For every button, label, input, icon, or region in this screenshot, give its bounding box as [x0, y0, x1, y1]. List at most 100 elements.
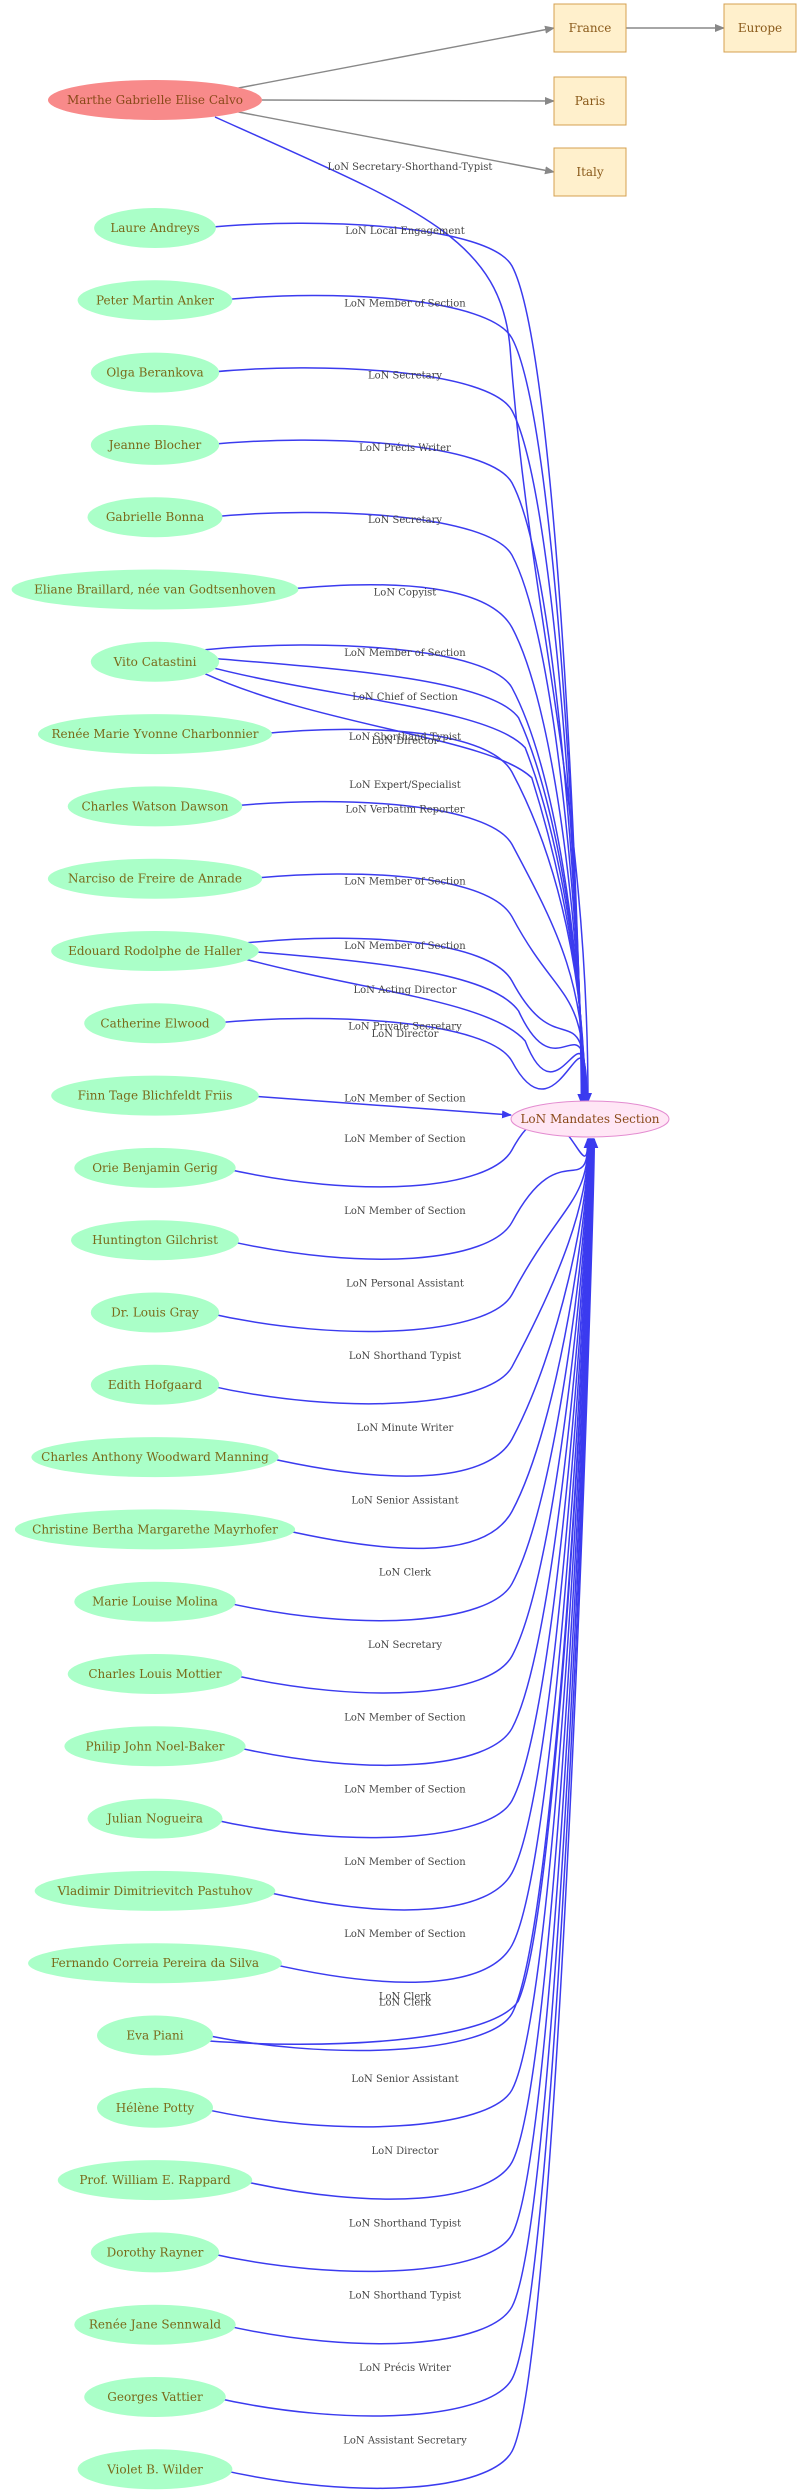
node-label: Europe: [738, 21, 782, 35]
node-person-violet-b-wilder[interactable]: Violet B. Wilder: [77, 2449, 233, 2490]
node-person-prof-william-e-rappard[interactable]: Prof. William E. Rappard: [57, 2160, 253, 2201]
node-label: Charles Watson Dawson: [81, 799, 228, 813]
node-person-jeanne-blocher[interactable]: Jeanne Blocher: [90, 424, 220, 465]
edge-label-prof-william-e-rappard-1: LoN Director: [372, 2146, 439, 2157]
edge-label-charles-watson-dawson-1: LoN Verbatim Reporter: [345, 804, 464, 815]
node-person-finn-tage-blichfeldt-friis[interactable]: Finn Tage Blichfeldt Friis: [51, 1075, 259, 1116]
edge-label-edouard-rodolphe-de-haller-1: LoN Member of Section: [344, 941, 466, 952]
node-person-vladimir-dimitrievitch-pastuhov[interactable]: Vladimir Dimitrievitch Pastuhov: [34, 1870, 276, 1911]
node-person-h-l-ne-potty[interactable]: Hélène Potty: [97, 2087, 213, 2128]
edge-label-julian-nogueira-1: LoN Member of Section: [344, 1785, 466, 1796]
node-person-ren-e-marie-yvonne-charbonnier[interactable]: Renée Marie Yvonne Charbonnier: [38, 714, 272, 755]
node-person-charles-louis-mottier[interactable]: Charles Louis Mottier: [67, 1654, 243, 1694]
edge-label-georges-vattier-1: LoN Précis Writer: [359, 2363, 451, 2374]
edge-label-edouard-rodolphe-de-haller-3: LoN Director: [372, 1029, 439, 1040]
edge-orie-benjamin-gerig-1: [221, 1118, 592, 1188]
edge-label-orie-benjamin-gerig-1: LoN Member of Section: [344, 1134, 466, 1145]
node-label: Narciso de Freire de Anrade: [68, 872, 242, 886]
edge-prof-william-e-rappard-1: [238, 1138, 597, 2200]
node-person-georges-vattier[interactable]: Georges Vattier: [84, 2377, 226, 2417]
node-person-eliane-braillard-n-e-van-godtsenhoven[interactable]: Eliane Braillard, née van Godtsenhoven: [11, 569, 299, 610]
node-person-julian-nogueira[interactable]: Julian Nogueira: [87, 1798, 223, 1839]
node-place-paris[interactable]: Paris: [553, 76, 627, 126]
node-person-ren-e-jane-sennwald[interactable]: Renée Jane Sennwald: [74, 2304, 236, 2345]
node-person-edith-hofgaard[interactable]: Edith Hofgaard: [90, 1364, 220, 1405]
edge-huntington-gilchrist-1: [224, 1138, 592, 1260]
node-person-vito-catastini[interactable]: Vito Catastini: [90, 641, 220, 682]
node-label: Fernando Correia Pereira da Silva: [51, 1956, 259, 1970]
edge-laure-andreys-1: [201, 222, 586, 1104]
edge-eva-piani-1: [188, 1138, 596, 2052]
node-label: Georges Vattier: [107, 2390, 203, 2404]
edge-label-laure-andreys-1: LoN Local Engagement: [345, 226, 464, 237]
edge-label-eva-piani-2: LoN Clerk: [379, 1992, 432, 2003]
node-person-narciso-de-freire-de-anrade[interactable]: Narciso de Freire de Anrade: [47, 858, 263, 899]
node-person-huntington-gilchrist[interactable]: Huntington Gilchrist: [71, 1220, 239, 1261]
node-label: Charles Louis Mottier: [88, 1667, 222, 1681]
node-place-europe[interactable]: Europe: [723, 3, 797, 53]
node-label: Olga Berankova: [106, 366, 203, 380]
node-label: Dorothy Rayner: [107, 2245, 204, 2259]
edge-eva-piani-2: [188, 1138, 597, 2046]
node-label: LoN Mandates Section: [520, 1112, 659, 1126]
edge-finn-tage-blichfeldt-friis-1: [244, 1094, 512, 1119]
edge-source-to-italy: [238, 111, 555, 175]
node-place-italy[interactable]: Italy: [553, 147, 627, 197]
node-person-peter-martin-anker[interactable]: Peter Martin Anker: [77, 280, 233, 321]
edge-label-ren-e-jane-sennwald-1: LoN Shorthand Typist: [349, 2291, 461, 2302]
node-label: Eva Piani: [126, 2029, 183, 2043]
node-person-dorothy-rayner[interactable]: Dorothy Rayner: [90, 2232, 220, 2273]
node-label: Edouard Rodolphe de Haller: [68, 944, 242, 958]
node-place-france[interactable]: France: [553, 3, 627, 53]
nodes-layer: Marthe Gabrielle Elise Calvo FranceParisI…: [11, 3, 797, 2490]
node-label: Hélène Potty: [116, 2101, 195, 2115]
node-person-philip-john-noel-baker[interactable]: Philip John Noel-Baker: [64, 1726, 246, 1767]
edges-layer: [188, 24, 725, 2490]
node-label: Charles Anthony Woodward Manning: [41, 1450, 269, 1464]
edge-label-narciso-de-freire-de-anrade-1: LoN Member of Section: [344, 877, 466, 888]
edge-label-eliane-braillard-n-e-van-godtsenhoven-1: LoN Copyist: [374, 588, 437, 599]
edge-label-dr-louis-gray-1: LoN Personal Assistant: [346, 1279, 464, 1290]
node-label: Prof. William E. Rappard: [79, 2173, 231, 2187]
edge-edouard-rodolphe-de-haller-2: [244, 950, 591, 1104]
node-label: Vito Catastini: [113, 655, 197, 669]
node-label: Vladimir Dimitrievitch Pastuhov: [57, 1884, 253, 1898]
edge-source-to-target: [214, 116, 592, 1103]
node-person-charles-anthony-woodward-manning[interactable]: Charles Anthony Woodward Manning: [31, 1437, 279, 1478]
node-person-edouard-rodolphe-de-haller[interactable]: Edouard Rodolphe de Haller: [51, 931, 259, 971]
node-person-orie-benjamin-gerig[interactable]: Orie Benjamin Gerig: [74, 1147, 236, 1188]
edge-charles-anthony-woodward-manning-1: [264, 1138, 594, 1477]
node-label: Marie Louise Molina: [92, 1595, 218, 1609]
edge-label-vito-catastini-3: LoN Director: [372, 736, 439, 747]
edge-gabrielle-bonna-1: [208, 511, 587, 1104]
edge-label-edith-hofgaard-1: LoN Shorthand Typist: [349, 1351, 461, 1362]
edge-label-vito-catastini-2: LoN Chief of Section: [352, 692, 458, 703]
node-label: Christine Bertha Margarethe Mayrhofer: [32, 1522, 278, 1536]
node-person-olga-berankova[interactable]: Olga Berankova: [90, 352, 220, 393]
node-label: Marthe Gabrielle Elise Calvo: [67, 93, 243, 107]
node-label: Huntington Gilchrist: [92, 1233, 218, 1247]
edge-narciso-de-freire-de-anrade-1: [248, 873, 590, 1104]
node-label: Edith Hofgaard: [108, 1378, 203, 1392]
node-label: Renée Marie Yvonne Charbonnier: [52, 727, 259, 741]
node-target-section[interactable]: LoN Mandates Section: [510, 1100, 670, 1138]
node-label: Paris: [575, 94, 605, 108]
node-source-person[interactable]: Marthe Gabrielle Elise Calvo: [48, 80, 262, 120]
edge-dorothy-rayner-1: [205, 1138, 598, 2273]
node-person-christine-bertha-margarethe-mayrhofer[interactable]: Christine Bertha Margarethe Mayrhofer: [14, 1509, 296, 1550]
edge-marie-louise-molina-1: [221, 1138, 594, 1622]
node-label: Eliane Braillard, née van Godtsenhoven: [34, 583, 276, 597]
node-person-eva-piani[interactable]: Eva Piani: [97, 2015, 213, 2056]
edge-ren-e-marie-yvonne-charbonnier-1: [257, 728, 589, 1104]
edge-label-ren-e-marie-yvonne-charbonnier-1: LoN Shorthand Typist: [349, 732, 461, 743]
edge-label-charles-louis-mottier-1: LoN Secretary: [368, 1640, 442, 1651]
node-person-dr-louis-gray[interactable]: Dr. Louis Gray: [90, 1292, 220, 1333]
node-person-gabrielle-bonna[interactable]: Gabrielle Bonna: [87, 497, 223, 538]
node-person-marie-louise-molina[interactable]: Marie Louise Molina: [74, 1581, 236, 1622]
edge-philip-john-noel-baker-1: [231, 1138, 595, 1767]
node-person-fernando-correia-pereira-da-silva[interactable]: Fernando Correia Pereira da Silva: [28, 1943, 282, 1984]
node-person-laure-andreys[interactable]: Laure Andreys: [94, 208, 216, 248]
edge-charles-louis-mottier-1: [228, 1138, 595, 1694]
node-person-charles-watson-dawson[interactable]: Charles Watson Dawson: [67, 786, 243, 827]
node-person-catherine-elwood[interactable]: Catherine Elwood: [84, 1003, 226, 1044]
